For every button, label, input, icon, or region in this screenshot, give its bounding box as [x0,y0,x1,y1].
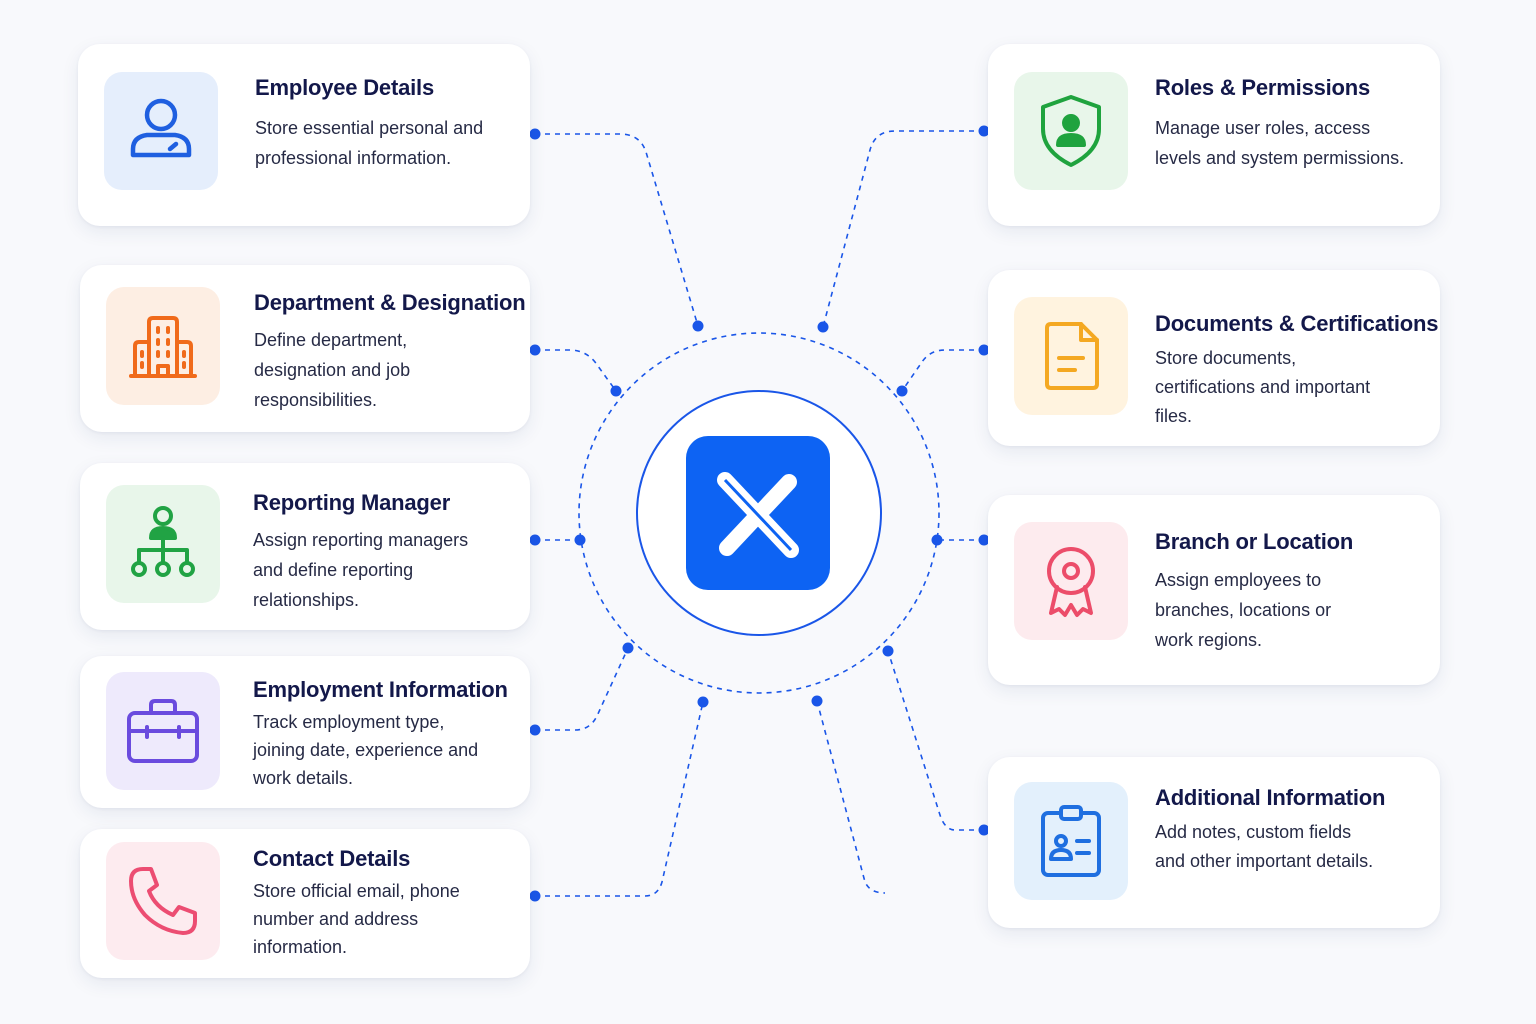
connector-additional-info [887,650,984,831]
card-title: Roles & Permissions [1155,75,1371,100]
ring-dot [811,695,823,707]
icon-box [106,672,220,790]
connector-dot [978,824,990,836]
ring-dot [882,645,894,657]
icon-box [104,72,218,190]
card-additional-information[interactable]: Additional Information Add notes, custom… [988,757,1440,928]
connector-dot [529,890,541,902]
connector-dot [978,534,990,546]
connector-dot [529,724,541,736]
document-icon [1045,322,1099,390]
card-description: Store official email, phone number and a… [253,881,460,957]
connector-documents [901,349,984,392]
x-logo-icon [686,436,830,590]
connector-department [535,349,617,392]
card-description: Define department, designation and job r… [254,330,411,410]
connector-dot [978,344,990,356]
card-title: Employment Information [253,677,508,702]
connector-dot [978,125,990,137]
card-title: Employee Details [255,75,434,100]
outer-dashed-ring [578,332,940,694]
card-contact-details[interactable]: Contact Details Store official email, ph… [80,829,530,978]
connector-employment-info [535,647,629,731]
briefcase-icon [127,699,199,763]
icon-box [1014,522,1128,640]
icon-box [1014,782,1128,900]
connector-employee-details [535,133,699,327]
card-employee-details[interactable]: Employee Details Store essential persona… [78,44,530,226]
card-documents-certifications[interactable]: Documents & Certifications Store documen… [988,270,1440,446]
user-icon [130,98,192,158]
connector-roles-permissions [822,130,984,328]
card-description: Track employment type, joining date, exp… [253,712,479,788]
ring-dot [896,385,908,397]
card-title: Reporting Manager [253,490,451,515]
icon-box [106,842,220,960]
card-title: Department & Designation [254,290,526,315]
icon-box [1014,72,1128,190]
card-title: Additional Information [1155,785,1386,810]
card-employment-information[interactable]: Employment Information Track employment … [80,656,530,808]
connector-dot [529,534,541,546]
icon-box [106,287,220,405]
org-chart-icon [131,506,195,577]
card-title: Contact Details [253,846,411,871]
ring-dot [692,320,704,332]
card-reporting-manager[interactable]: Reporting Manager Assign reporting manag… [80,463,530,630]
card-description: Store documents, certifications and impo… [1155,348,1371,426]
ring-dot [574,534,586,546]
phone-icon [129,867,197,935]
card-title: Branch or Location [1155,529,1354,554]
building-icon [129,316,197,378]
badge-ribbon-icon [1047,547,1095,617]
icon-box [106,485,220,603]
card-roles-permissions[interactable]: Roles & Permissions Manage user roles, a… [988,44,1440,226]
icon-box [1014,297,1128,415]
card-description: Assign employees to branches, locations … [1155,570,1332,650]
card-title: Documents & Certifications [1155,311,1439,336]
ring-dot [622,642,634,654]
card-description: Add notes, custom fields and other impor… [1155,822,1374,871]
ring-dot [610,385,622,397]
ring-dot [817,321,829,333]
ring-dot [697,696,709,708]
clipboard-id-icon [1041,805,1101,877]
card-description: Store essential personal and professiona… [255,118,484,168]
card-department-designation[interactable]: Department & Designation Define departme… [80,265,530,432]
card-description: Manage user roles, access levels and sys… [1155,118,1405,168]
connector-dot [529,128,541,140]
connector-stub [816,700,886,894]
card-branch-location[interactable]: Branch or Location Assign employees to b… [988,495,1440,685]
shield-user-icon [1041,95,1101,167]
connector-contact-details [535,701,704,897]
connector-dot [529,344,541,356]
card-description: Assign reporting managers and define rep… [253,530,469,610]
ring-dot [931,534,943,546]
